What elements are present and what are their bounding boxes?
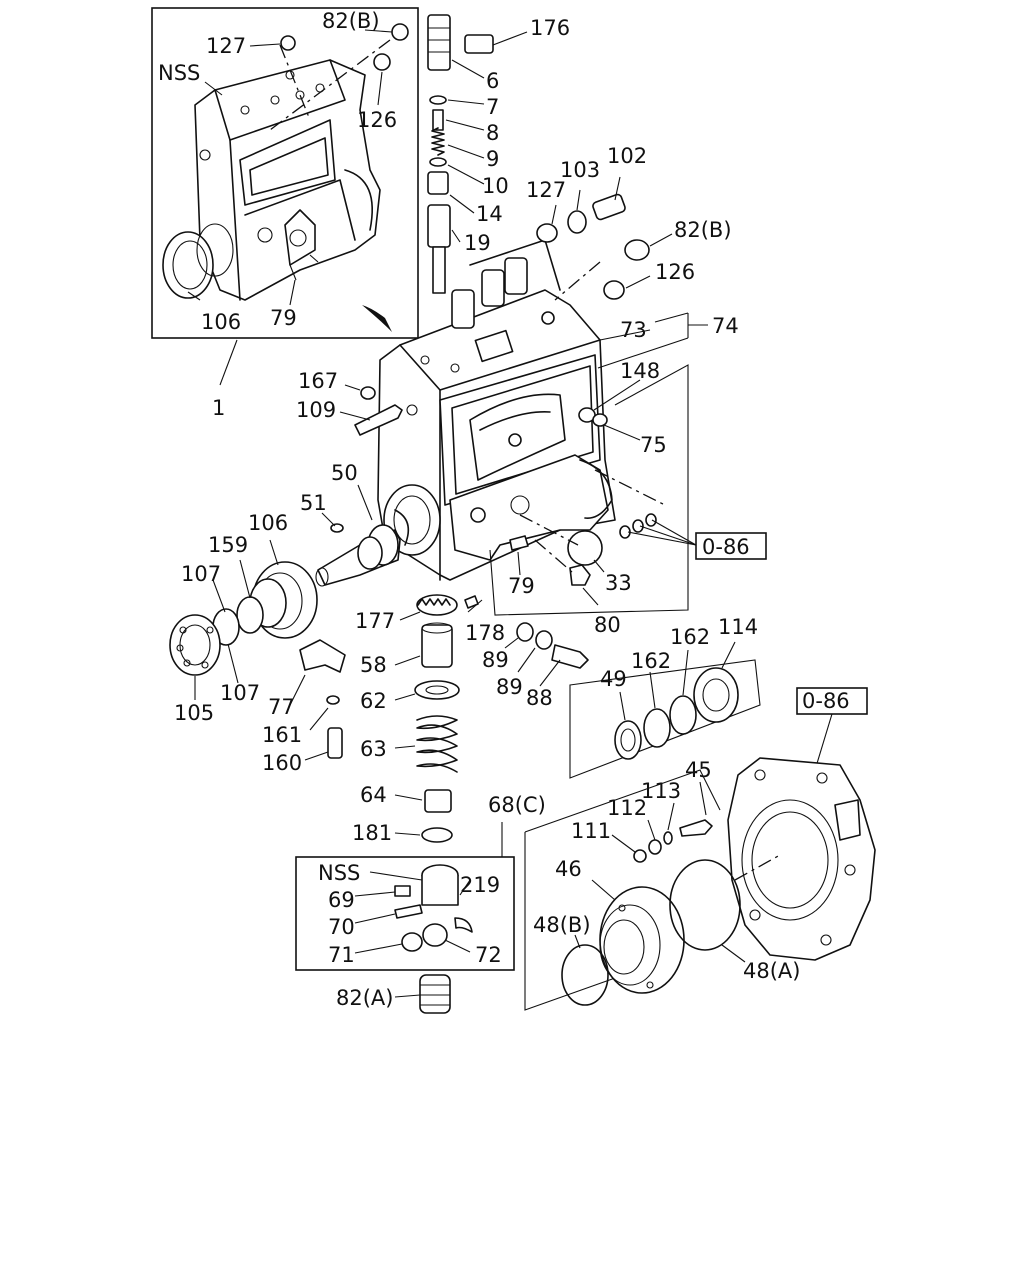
label-159: 159 — [208, 533, 248, 557]
label-nss: NSS — [318, 861, 360, 885]
label-103: 103 — [560, 158, 600, 182]
end-cover — [727, 687, 876, 961]
label-48b: 48(B) — [533, 913, 591, 937]
housing-inset — [151, 7, 419, 386]
delivery-valve-stack — [427, 14, 528, 294]
label-160: 160 — [262, 751, 302, 775]
label-162-a: 162 — [631, 649, 671, 673]
bearing-group — [569, 641, 761, 779]
label-63: 63 — [360, 737, 387, 761]
label-7: 7 — [486, 95, 499, 119]
label-162-b: 162 — [670, 625, 710, 649]
label-45: 45 — [685, 758, 712, 782]
label-70: 70 — [328, 915, 355, 939]
label-79-top: 79 — [270, 306, 297, 330]
label-107-b: 107 — [220, 681, 260, 705]
label-9: 9 — [486, 147, 499, 171]
plunger-spring-stack — [289, 594, 483, 843]
nss-inset — [295, 822, 515, 1014]
label-79: 79 — [508, 574, 535, 598]
label-0-86-a: 0-86 — [702, 535, 750, 559]
label-80: 80 — [594, 613, 621, 637]
label-8: 8 — [486, 121, 499, 145]
label-46: 46 — [555, 857, 582, 881]
label-49: 49 — [600, 667, 627, 691]
label-105: 105 — [174, 701, 214, 725]
label-177: 177 — [355, 609, 395, 633]
label-77: 77 — [268, 695, 295, 719]
label-71: 71 — [328, 943, 355, 967]
label-33: 33 — [605, 571, 632, 595]
label-19: 19 — [464, 231, 491, 255]
label-89-a: 89 — [482, 648, 509, 672]
label-176: 176 — [530, 16, 570, 40]
label-82b-top: 82(B) — [322, 9, 380, 33]
label-69: 69 — [328, 888, 355, 912]
label-148: 148 — [620, 359, 660, 383]
label-89-b: 89 — [496, 675, 523, 699]
label-107-a: 107 — [181, 562, 221, 586]
label-88: 88 — [526, 686, 553, 710]
label-0-86-b: 0-86 — [802, 689, 850, 713]
label-nss-top: NSS — [158, 61, 200, 85]
label-126: 126 — [655, 260, 695, 284]
part-labels: 176 6 7 8 9 10 14 19 82(B) 127 NSS 126 1… — [158, 9, 850, 1010]
label-109: 109 — [296, 398, 336, 422]
label-112: 112 — [607, 796, 647, 820]
label-82a: 82(A) — [336, 986, 393, 1010]
label-14: 14 — [476, 202, 503, 226]
label-68c: 68(C) — [488, 793, 546, 817]
label-167: 167 — [298, 369, 338, 393]
label-178: 178 — [465, 621, 505, 645]
label-113: 113 — [641, 779, 681, 803]
label-102: 102 — [607, 144, 647, 168]
label-106-top: 106 — [201, 310, 241, 334]
label-58: 58 — [360, 653, 387, 677]
label-74: 74 — [712, 314, 739, 338]
label-219: 219 — [460, 873, 500, 897]
label-114: 114 — [718, 615, 758, 639]
label-6: 6 — [486, 69, 499, 93]
fitting-parts — [536, 176, 708, 369]
washer-bolt-parts — [504, 622, 589, 687]
label-75: 75 — [640, 433, 667, 457]
label-82b: 82(B) — [674, 218, 732, 242]
label-62: 62 — [360, 689, 387, 713]
label-51: 51 — [300, 491, 327, 515]
label-181: 181 — [352, 821, 392, 845]
label-1: 1 — [212, 396, 225, 420]
label-50: 50 — [331, 461, 358, 485]
label-72: 72 — [475, 943, 502, 967]
label-127: 127 — [526, 178, 566, 202]
label-73: 73 — [620, 318, 647, 342]
label-64: 64 — [360, 783, 387, 807]
label-126-top: 126 — [357, 108, 397, 132]
label-127-top: 127 — [206, 34, 246, 58]
label-161: 161 — [262, 723, 302, 747]
label-48a: 48(A) — [743, 959, 800, 983]
label-10: 10 — [482, 174, 509, 198]
label-111: 111 — [571, 819, 611, 843]
pump-housing — [377, 239, 616, 581]
governor-parts — [489, 364, 767, 616]
drive-shaft-assembly — [169, 384, 410, 700]
label-106: 106 — [248, 511, 288, 535]
seal-cover-group — [524, 769, 781, 1011]
